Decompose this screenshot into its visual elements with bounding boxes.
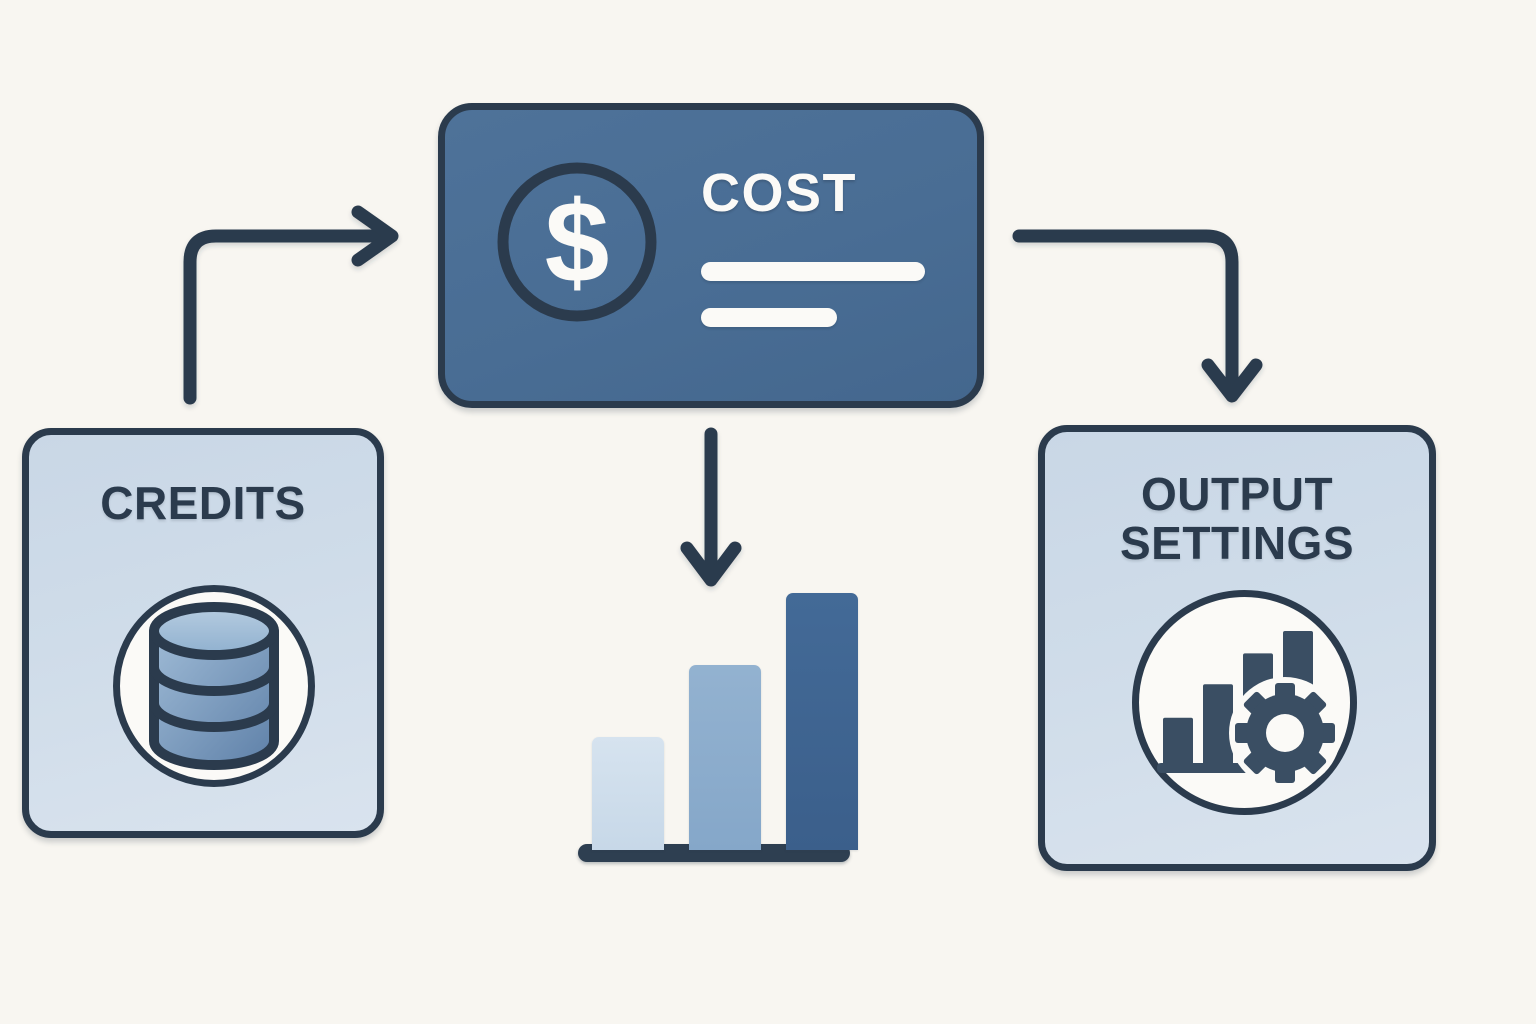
settings-icon-frame [1132,590,1357,815]
chart-bar-1 [592,737,664,850]
credits-title: CREDITS [100,477,306,529]
settings-title-line-1: OUTPUT [1140,468,1334,520]
cost-detail-line-1 [701,262,925,281]
dollar-circle-icon: $ [495,160,659,324]
connector-cost-to-settings [1012,229,1263,403]
connector-cost-to-chart [680,427,742,587]
gear-icon [1234,682,1335,783]
svg-text:$: $ [545,177,610,307]
center-bar-chart [570,593,860,868]
settings-title-line-2: SETTINGS [1119,516,1355,569]
credits-card[interactable]: CREDITS [22,428,384,838]
connector-credits-to-cost [183,205,399,405]
settings-card[interactable]: OUTPUT SETTINGS [1038,425,1436,871]
chart-bar-3 [786,593,858,850]
cost-detail-line-2 [701,308,837,327]
cost-text-group: COST [701,160,939,327]
bar-chart-gear-icon [1156,630,1341,789]
credits-icon-frame [113,585,315,787]
cost-title: COST [701,163,858,223]
cost-card-content: $ COST [445,110,977,401]
database-icon [149,602,279,770]
chart-bar-2 [689,665,761,850]
cost-card[interactable]: $ COST [438,103,984,408]
settings-title: OUTPUT SETTINGS [1045,470,1429,568]
